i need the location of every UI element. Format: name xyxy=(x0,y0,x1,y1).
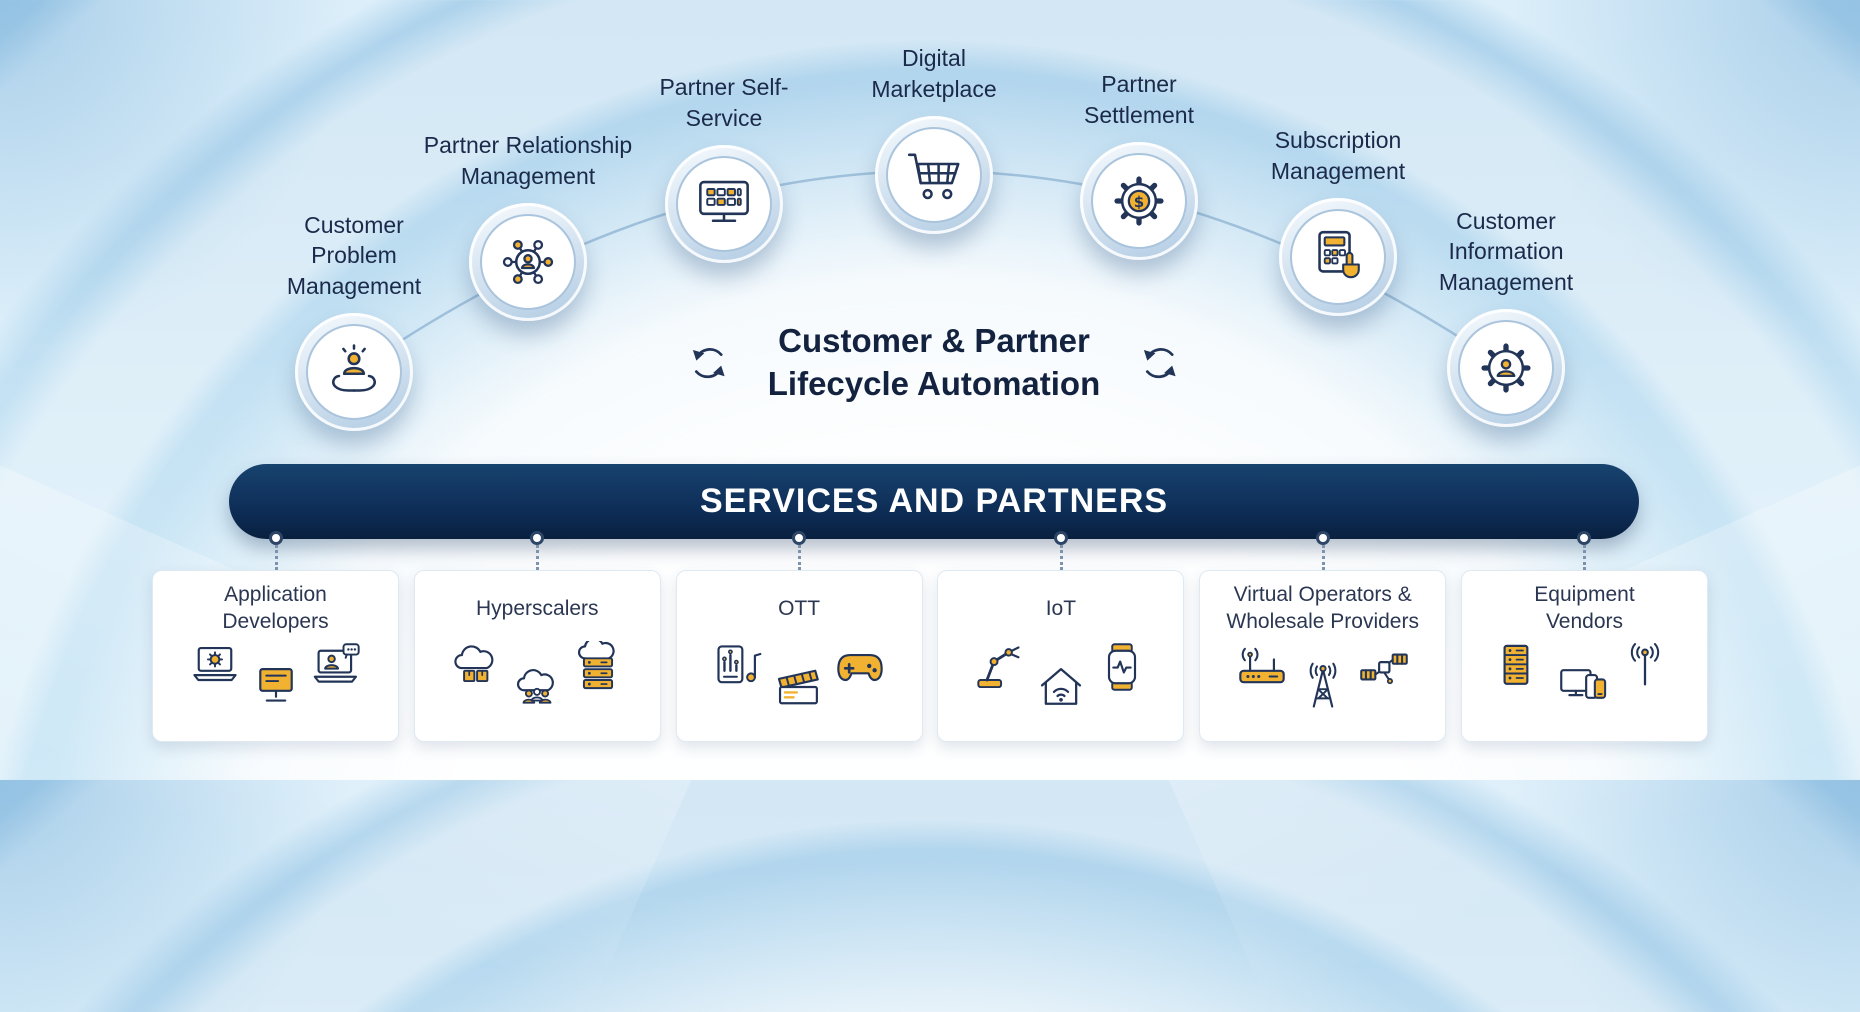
node-circle xyxy=(665,145,783,263)
node-label: Customer Problem Management xyxy=(286,211,422,299)
gear-dollar-icon: $ xyxy=(1114,176,1164,226)
connector-hyperscalers xyxy=(530,531,544,570)
laptop-gear-icon xyxy=(192,646,237,682)
connector-ott xyxy=(792,531,806,570)
calculator-hand-icon xyxy=(1318,230,1360,279)
card-title: OTT xyxy=(778,596,821,620)
dashboard-screen-icon xyxy=(699,180,749,222)
cycle-arrows-icon xyxy=(1143,347,1176,379)
connector-dot xyxy=(269,531,283,545)
partner-card-equipment-vendors: Equipment Vendors xyxy=(1460,570,1708,742)
node-label: Digital Marketplace xyxy=(871,45,997,102)
arc-node-customer-problem-management: Customer Problem Management xyxy=(287,212,421,431)
card-icons xyxy=(974,641,1148,713)
connector-dot xyxy=(530,531,544,545)
node-inner xyxy=(1290,209,1386,305)
game-controller-icon xyxy=(837,654,883,682)
card-icons xyxy=(1497,641,1671,713)
monitor-phone-icon xyxy=(1560,669,1607,699)
card-icons xyxy=(189,641,363,713)
connector-line xyxy=(535,545,539,570)
clapperboard-icon xyxy=(777,669,819,705)
smartwatch-icon xyxy=(1107,643,1136,691)
shopping-cart-icon xyxy=(907,153,960,200)
node-inner xyxy=(676,156,772,252)
card-icons xyxy=(450,641,624,713)
connector-dot xyxy=(1054,531,1068,545)
center-title-group: Customer & Partner Lifecycle Automation xyxy=(686,320,1183,406)
server-rack-icon xyxy=(1503,644,1529,685)
satellite-icon xyxy=(1359,653,1408,685)
node-circle: $ xyxy=(1080,142,1198,260)
connector-line xyxy=(1582,545,1586,570)
connector-line xyxy=(797,545,801,570)
node-label: Partner Self-Service xyxy=(659,74,789,131)
arc-node-digital-marketplace: Digital Marketplace xyxy=(871,45,997,234)
wifi-router-icon xyxy=(1238,647,1285,684)
monitor-icon xyxy=(258,668,293,702)
node-circle xyxy=(469,203,587,321)
connector-line xyxy=(274,545,278,570)
arc-node-partner-self-service: Partner Self-Service xyxy=(659,74,789,263)
card-icons xyxy=(1236,641,1410,713)
partner-card-ott: OTT xyxy=(675,570,923,742)
card-icons xyxy=(712,641,886,713)
media-player-icon xyxy=(717,645,762,684)
gear-person-icon xyxy=(1481,343,1531,393)
connector-line xyxy=(1059,545,1063,570)
node-label: Partner Relationship Management xyxy=(423,132,633,189)
cloud-packages-icon xyxy=(454,645,494,683)
node-inner xyxy=(306,324,402,420)
node-label: Partner Settlement xyxy=(1084,71,1194,128)
node-label: Customer Information Management xyxy=(1438,207,1574,295)
connector-application-developers xyxy=(269,531,283,570)
partner-card-iot: IoT xyxy=(937,570,1185,742)
partner-card-application-developers: Application Developers xyxy=(152,570,399,742)
node-circle xyxy=(1447,309,1565,427)
node-inner: $ xyxy=(1091,153,1187,249)
connector-dot xyxy=(1577,531,1591,545)
node-inner xyxy=(886,127,982,223)
cycle-arrows-icon xyxy=(692,347,725,379)
smart-home-icon xyxy=(1040,667,1081,705)
arc-node-customer-information-management: Customer Information Management xyxy=(1439,208,1573,427)
node-inner xyxy=(1458,320,1554,416)
connector-iot xyxy=(1054,531,1068,570)
node-label: Subscription Management xyxy=(1270,127,1406,184)
arc-node-partner-relationship-management: Partner Relationship Management xyxy=(424,132,632,321)
connector-virtual-operators xyxy=(1316,531,1330,570)
partner-card-hyperscalers: Hyperscalers xyxy=(413,570,661,742)
infographic-stage: Customer Problem Management Partner Rela… xyxy=(0,45,1860,1012)
partner-cards-row: Application Developers xyxy=(152,570,1708,742)
laptop-person-chat-icon xyxy=(313,643,360,683)
card-title: Virtual Operators & Wholesale Providers xyxy=(1226,583,1419,633)
connector-dot xyxy=(1316,531,1330,545)
card-title: Hyperscalers xyxy=(476,596,599,620)
banner-title: SERVICES AND PARTNERS xyxy=(699,482,1169,520)
connector-equipment-vendors xyxy=(1577,531,1591,570)
cloud-servers-icon xyxy=(578,641,615,690)
people-network-icon xyxy=(502,239,554,285)
connector-dot xyxy=(792,531,806,545)
node-circle xyxy=(875,116,993,234)
services-and-partners-banner: SERVICES AND PARTNERS xyxy=(229,464,1639,539)
hands-holding-person-icon xyxy=(332,344,376,392)
partner-card-virtual-operators-wholesale-providers: Virtual Operators & Wholesale Providers xyxy=(1199,570,1447,742)
cloud-people-icon xyxy=(517,669,555,704)
arc-node-partner-settlement: Partner Settlement $ xyxy=(1080,71,1198,260)
antenna-signal-icon xyxy=(1631,643,1660,686)
center-title: Customer & Partner Lifecycle Automation xyxy=(767,322,1101,402)
card-title: Equipment Vendors xyxy=(1534,583,1635,633)
svg-text:$: $ xyxy=(1134,193,1144,211)
arc-node-subscription-management: Subscription Management xyxy=(1271,127,1405,316)
card-title: IoT xyxy=(1045,596,1077,620)
node-circle xyxy=(295,313,413,431)
radio-tower-icon xyxy=(1309,662,1336,708)
connector-line xyxy=(1321,545,1325,570)
node-circle xyxy=(1279,198,1397,316)
robot-arm-icon xyxy=(977,646,1020,689)
card-title: Application Developers xyxy=(222,583,329,633)
node-inner xyxy=(480,214,576,310)
